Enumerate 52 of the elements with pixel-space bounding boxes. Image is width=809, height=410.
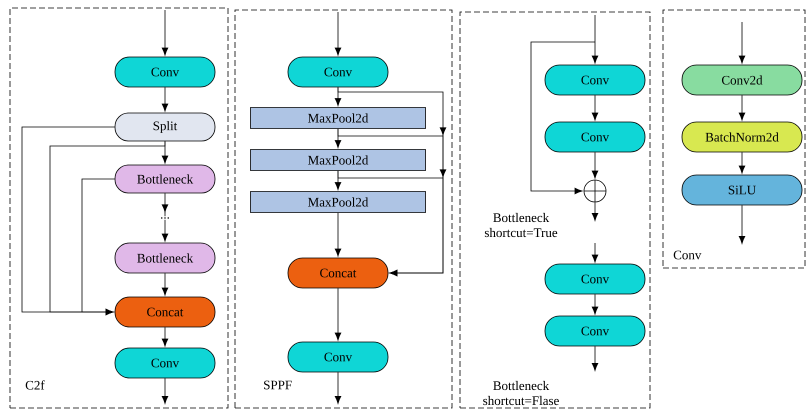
arrow	[338, 169, 446, 276]
arrow	[162, 193, 168, 242]
arrow	[530, 42, 596, 194]
process-box: SiLU	[682, 174, 802, 206]
arrow	[738, 205, 746, 244]
arrow	[334, 288, 342, 340]
arrow	[592, 242, 598, 262]
panel-label: SPPF	[264, 380, 292, 390]
process-box: Conv	[544, 264, 646, 294]
edge-label: ...	[159, 216, 171, 220]
layer-box: MaxPool2d	[250, 191, 426, 213]
arrow	[738, 22, 746, 64]
arrow	[162, 378, 168, 404]
arrow	[162, 87, 168, 112]
process-box: Concat	[114, 296, 216, 328]
panel-label: Bottleneck shortcut=Flase	[483, 380, 559, 406]
layer-box: MaxPool2d	[250, 107, 426, 129]
arrow	[334, 372, 342, 404]
process-box: Bottleneck	[114, 242, 216, 274]
panel-label: Conv	[674, 250, 702, 260]
arrow	[738, 95, 746, 120]
layer-box: MaxPool2d	[250, 149, 426, 171]
sum-symbol	[584, 180, 606, 202]
process-box: Conv	[288, 342, 388, 372]
arrow	[162, 10, 168, 56]
process-box: Conv	[544, 64, 646, 96]
process-box: Bottleneck	[114, 164, 216, 194]
arrow	[334, 12, 342, 56]
process-box: Split	[114, 112, 216, 142]
arrow	[738, 152, 746, 174]
process-box: Conv	[114, 348, 216, 378]
arrow	[334, 212, 342, 256]
arrow	[82, 178, 115, 316]
process-box: Conv	[544, 316, 646, 346]
process-box: Conv2d	[682, 64, 802, 96]
arrow	[50, 141, 166, 316]
process-box: Conv	[114, 56, 216, 88]
arrow	[592, 294, 598, 314]
arrow	[162, 273, 168, 296]
process-box: Concat	[288, 258, 388, 288]
process-box: Conv	[288, 56, 388, 88]
arrow	[592, 14, 598, 64]
panel-label: C2f	[26, 380, 45, 390]
process-box: BatchNorm2d	[682, 122, 802, 152]
process-box: Conv	[544, 122, 646, 152]
arrow	[592, 202, 598, 221]
arrow	[592, 152, 598, 178]
arrow	[592, 346, 598, 371]
panel-label: Bottleneck shortcut=True	[484, 212, 558, 238]
arrow	[162, 327, 168, 346]
arrow	[592, 95, 598, 120]
arrow	[22, 126, 115, 316]
